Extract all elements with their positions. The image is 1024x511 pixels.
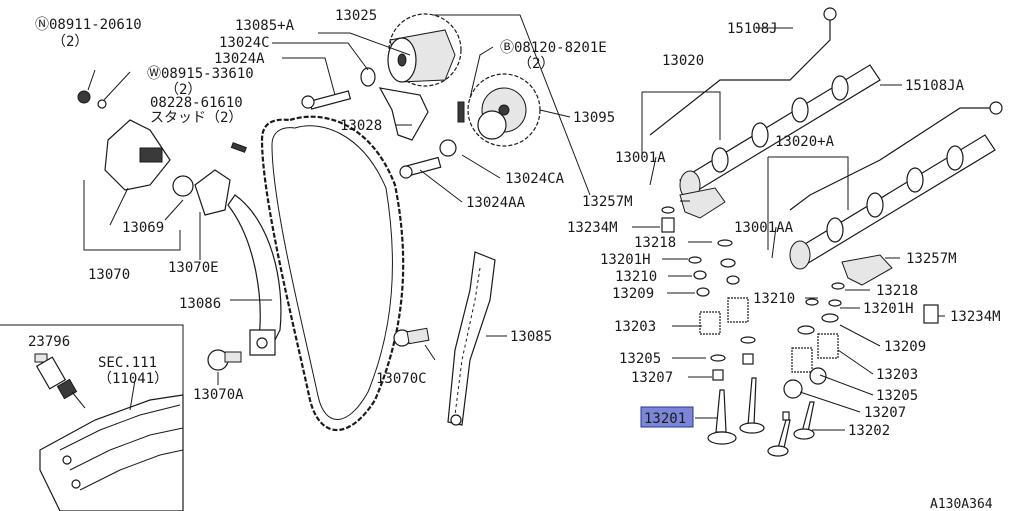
washer-08915-part <box>97 99 107 109</box>
sprocket-13095 <box>457 73 541 147</box>
label-13203-left[interactable]: 13203 <box>614 319 656 335</box>
label-n-08911-20610[interactable]: Ⓝ08911-20610 <box>35 17 142 33</box>
cam-sprocket-13025 <box>387 13 462 87</box>
label-13218-left[interactable]: 13218 <box>634 235 676 251</box>
label-13234M-right[interactable]: 13234M <box>950 309 1001 325</box>
tensioner-body-13070 <box>104 119 171 191</box>
rocker-arm-left <box>661 187 726 233</box>
label-13257M-right[interactable]: 13257M <box>906 251 957 267</box>
label-13024CA[interactable]: 13024CA <box>505 171 565 187</box>
label-13070A[interactable]: 13070A <box>193 387 244 403</box>
label-15108JA[interactable]: 15108JA <box>905 78 965 94</box>
label-stud-08228-61610[interactable]: 08228-61610 <box>150 95 243 111</box>
label-13028[interactable]: 13028 <box>340 118 382 134</box>
label-13209-right[interactable]: 13209 <box>884 339 926 355</box>
selected-part-highlight <box>640 406 694 428</box>
cylinder-head-section <box>39 379 184 511</box>
label-sec111[interactable]: SEC.111 <box>98 355 157 371</box>
label-13020A[interactable]: 13020+A <box>775 134 835 150</box>
nut-08911-part <box>77 90 91 104</box>
label-stud: スタッド（2） <box>150 110 242 126</box>
label-w-08915-33610[interactable]: Ⓦ08915-33610 <box>147 66 254 82</box>
label-13201H-left[interactable]: 13201H <box>600 252 651 268</box>
leader-lines <box>109 14 945 431</box>
label-13207-right[interactable]: 13207 <box>864 405 906 421</box>
camshaft-13020A <box>789 134 996 270</box>
label-13205-right[interactable]: 13205 <box>876 388 918 404</box>
label-13218-right[interactable]: 13218 <box>876 283 918 299</box>
small-hardware-top <box>301 67 457 179</box>
label-13024A[interactable]: 13024A <box>214 51 265 67</box>
part-labels: Ⓝ08911-20610 （2） Ⓦ08915-33610 （2） 08228-… <box>28 8 1001 511</box>
label-13001A[interactable]: 13001A <box>615 150 666 166</box>
valve-train-right <box>767 282 845 457</box>
o-ring-13069 <box>172 175 194 197</box>
label-13210-left[interactable]: 13210 <box>615 269 657 285</box>
label-w-08915-33610-qty: （2） <box>165 82 201 98</box>
label-13207-left[interactable]: 13207 <box>631 370 673 386</box>
label-13210-right[interactable]: 13210 <box>753 291 795 307</box>
label-13202[interactable]: 13202 <box>848 423 890 439</box>
label-13086[interactable]: 13086 <box>179 296 221 312</box>
oil-pipes <box>649 7 1003 211</box>
chain-guide-13085 <box>447 251 496 426</box>
label-sec111-ref: （11041） <box>98 371 168 387</box>
tensioner-plunger <box>139 147 163 163</box>
diagram-id: A130A364 <box>930 497 993 511</box>
tensioner-assembly <box>77 69 247 260</box>
label-13070C[interactable]: 13070C <box>376 371 427 387</box>
label-13201H-right[interactable]: 13201H <box>863 301 914 317</box>
label-13203-right[interactable]: 13203 <box>876 367 918 383</box>
bolt-13070C <box>393 327 430 347</box>
gasket-13070E <box>194 169 231 216</box>
label-13069[interactable]: 13069 <box>122 220 164 236</box>
label-b-08120-8201E[interactable]: Ⓑ08120-8201E <box>500 40 607 56</box>
label-13095[interactable]: 13095 <box>573 110 615 126</box>
label-15108J[interactable]: 15108J <box>727 21 778 37</box>
label-13205-left[interactable]: 13205 <box>619 351 661 367</box>
label-23796[interactable]: 23796 <box>28 334 70 350</box>
label-13025[interactable]: 13025 <box>335 8 377 24</box>
sensor-23796-part <box>34 353 86 409</box>
label-n-08911-20610-qty: （2） <box>52 34 88 50</box>
label-13201-selected[interactable]: 13201 <box>644 411 686 427</box>
label-13070[interactable]: 13070 <box>88 267 130 283</box>
rocker-arm-right <box>841 254 939 324</box>
label-13020[interactable]: 13020 <box>662 53 704 69</box>
label-13001AA[interactable]: 13001AA <box>734 220 794 236</box>
label-13209-left[interactable]: 13209 <box>612 286 654 302</box>
valve-train-left <box>688 239 765 445</box>
timing-chain <box>260 115 405 431</box>
label-13085A[interactable]: 13085+A <box>235 18 295 34</box>
label-13024C[interactable]: 13024C <box>219 35 270 51</box>
label-13024AA[interactable]: 13024AA <box>466 195 526 211</box>
stud-bolt <box>230 142 247 153</box>
label-13257M-left[interactable]: 13257M <box>582 194 633 210</box>
label-b-08120-8201E-qty: （2） <box>518 56 554 72</box>
inset-box <box>0 324 184 511</box>
label-13070E[interactable]: 13070E <box>168 260 219 276</box>
chain-guide-13086 <box>227 194 282 356</box>
label-13234M-left[interactable]: 13234M <box>567 220 618 236</box>
label-13085[interactable]: 13085 <box>510 329 552 345</box>
bolt-13070A <box>207 349 242 385</box>
